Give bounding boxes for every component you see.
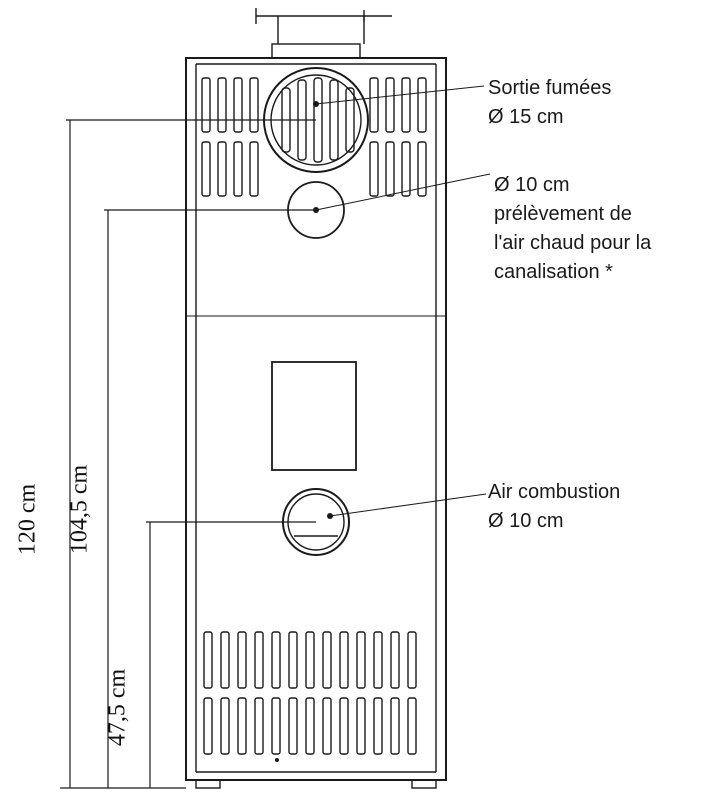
top-width-dimension [255, 8, 392, 44]
hot-air-label-line1: Ø 10 cm [494, 174, 570, 196]
hot-air-label-line4: canalisation * [494, 261, 613, 283]
callout-lines [315, 85, 491, 517]
flue-label-line2: Ø 15 cm [488, 106, 564, 128]
combustion-label: Air combustion Ø 10 cm [488, 478, 620, 536]
access-panel [271, 361, 357, 471]
hot-air-label: Ø 10 cm prélèvement de l'air chaud pour … [494, 171, 651, 287]
flue-label-line1: Sortie fumées [488, 77, 612, 99]
dimension-hot-air-height: 104,5 cm [66, 464, 93, 555]
hot-air-label-line2: prélèvement de [494, 203, 632, 225]
stove-body [185, 57, 447, 789]
dimension-total-height: 120 cm [14, 483, 41, 556]
combustion-label-line2: Ø 10 cm [488, 510, 564, 532]
flue-label: Sortie fumées Ø 15 cm [488, 74, 611, 132]
flue-collar [271, 43, 361, 59]
lower-vent-grille [203, 631, 417, 755]
dimension-lines [60, 119, 316, 789]
hot-air-label-line3: l'air chaud pour la [494, 232, 652, 254]
upper-vent-grille [201, 77, 427, 197]
combustion-label-line1: Air combustion [488, 481, 621, 503]
dimension-combustion-height: 47,5 cm [104, 668, 131, 747]
